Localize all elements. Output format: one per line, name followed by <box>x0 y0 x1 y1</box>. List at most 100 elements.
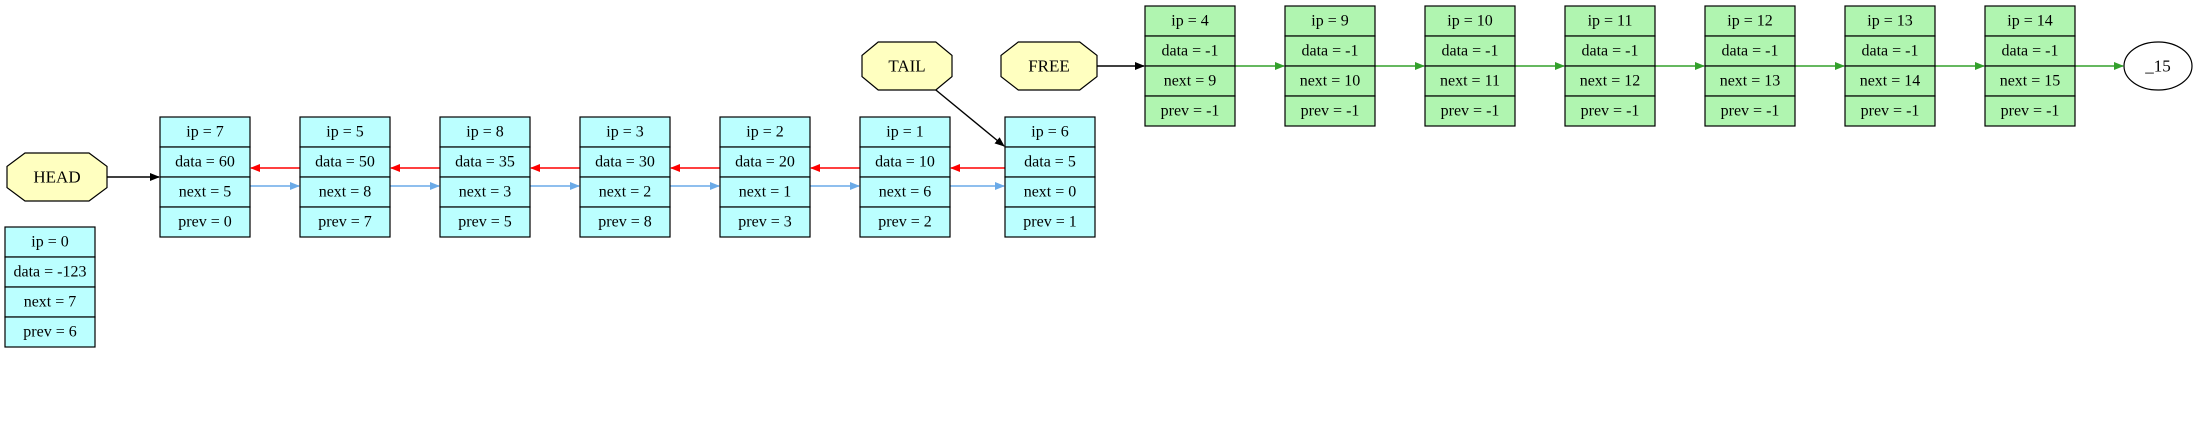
node-field-ip: ip = 11 <box>1588 13 1633 30</box>
node-cell-next <box>579 176 671 208</box>
head-label: HEAD <box>6 152 108 202</box>
node-cell-data <box>859 146 951 178</box>
node-cell-data <box>579 146 671 178</box>
node-cell-data <box>719 146 811 178</box>
free-label: FREE <box>1000 41 1098 91</box>
head-octagon <box>6 152 108 202</box>
node-field-prev: prev = 1 <box>1023 214 1076 231</box>
node-field-prev: prev = -1 <box>1441 103 1500 120</box>
node-cell-data <box>1004 146 1096 178</box>
node-field-next: next = 3 <box>459 184 512 201</box>
node-cell-data <box>1844 35 1936 67</box>
node-cell-data <box>439 146 531 178</box>
node-field-ip: ip = 14 <box>2007 13 2052 30</box>
node-cell-ip <box>299 116 391 148</box>
node-field-data: data = 50 <box>315 154 375 171</box>
node-field-ip: ip = 12 <box>1727 13 1772 30</box>
node-field-prev: prev = 2 <box>878 214 931 231</box>
node-field-next: next = 8 <box>319 184 372 201</box>
node-field-next: next = 9 <box>1164 73 1217 90</box>
node-field-prev: prev = -1 <box>2001 103 2060 120</box>
free-octagon <box>1000 41 1098 91</box>
node-field-next: next = 12 <box>1580 73 1641 90</box>
node-field-data: data = -1 <box>1722 43 1779 60</box>
node-field-next: next = 0 <box>1024 184 1077 201</box>
node-cell-next <box>299 176 391 208</box>
nodes-layer: ip = 0 data = -123 next = 7 prev = 6 ip = 7 d… <box>4 5 2076 348</box>
node-field-ip: ip = 5 <box>326 124 363 141</box>
node-field-data: data = -123 <box>14 264 87 281</box>
node-cell-data <box>4 256 96 288</box>
node-cell-prev <box>1984 95 2076 127</box>
node-field-ip: ip = 6 <box>1031 124 1068 141</box>
node-field-next: next = 7 <box>24 294 77 311</box>
list-node-n11: ip = 11 data = -1 next = 12 prev = -1 <box>1564 5 1656 127</box>
node-cell-next <box>1004 176 1096 208</box>
node-field-prev: prev = -1 <box>1301 103 1360 120</box>
node-field-prev: prev = -1 <box>1721 103 1780 120</box>
free-text: FREE <box>1028 57 1070 76</box>
node-cell-data <box>1704 35 1796 67</box>
node-cell-ip <box>579 116 671 148</box>
node-cell-prev <box>299 206 391 238</box>
node-field-prev: prev = 6 <box>23 324 76 341</box>
node-field-data: data = -1 <box>1862 43 1919 60</box>
node-field-ip: ip = 0 <box>31 234 68 251</box>
node-cell-next <box>1984 65 2076 97</box>
node-cell-prev <box>159 206 251 238</box>
node-cell-next <box>1424 65 1516 97</box>
node-field-next: next = 11 <box>1440 73 1500 90</box>
node-field-data: data = -1 <box>1162 43 1219 60</box>
node-cell-prev <box>1004 206 1096 238</box>
list-node-n6: ip = 6 data = 5 next = 0 prev = 1 <box>1004 116 1096 238</box>
node-cell-prev <box>1564 95 1656 127</box>
node-field-prev: prev = -1 <box>1161 103 1220 120</box>
node-field-data: data = 60 <box>175 154 235 171</box>
node-cell-ip <box>1704 5 1796 37</box>
node-field-ip: ip = 7 <box>186 124 223 141</box>
node-cell-prev <box>579 206 671 238</box>
node-cell-ip <box>439 116 531 148</box>
node-field-data: data = 20 <box>735 154 795 171</box>
node-cell-ip <box>1004 116 1096 148</box>
node-field-next: next = 14 <box>1860 73 1921 90</box>
node-cell-prev <box>719 206 811 238</box>
end-node: _15 <box>2123 41 2193 91</box>
node-cell-prev <box>1424 95 1516 127</box>
node-cell-prev <box>439 206 531 238</box>
node-field-prev: prev = -1 <box>1581 103 1640 120</box>
node-cell-next <box>4 286 96 318</box>
node-field-prev: prev = 7 <box>318 214 371 231</box>
node-cell-ip <box>859 116 951 148</box>
node-field-ip: ip = 2 <box>746 124 783 141</box>
node-cell-next <box>1704 65 1796 97</box>
node-cell-prev <box>859 206 951 238</box>
node-field-data: data = 10 <box>875 154 935 171</box>
tail-octagon <box>861 41 953 91</box>
edges-layer <box>107 62 2124 190</box>
node-field-next: next = 5 <box>179 184 232 201</box>
node-field-ip: ip = 10 <box>1447 13 1492 30</box>
node-field-prev: prev = 8 <box>598 214 651 231</box>
node-cell-next <box>1564 65 1656 97</box>
node-field-data: data = 5 <box>1024 154 1076 171</box>
node-field-data: data = -1 <box>1582 43 1639 60</box>
node-cell-prev <box>4 316 96 348</box>
node-field-data: data = -1 <box>2002 43 2059 60</box>
node-cell-prev <box>1144 95 1236 127</box>
end-ellipse <box>2123 41 2193 91</box>
tail-text: TAIL <box>888 57 925 76</box>
node-cell-ip <box>1424 5 1516 37</box>
tail-edge <box>930 85 1005 147</box>
node-field-ip: ip = 8 <box>466 124 503 141</box>
node-cell-ip <box>1564 5 1656 37</box>
node-cell-ip <box>159 116 251 148</box>
end-text: _15 <box>2144 57 2171 76</box>
